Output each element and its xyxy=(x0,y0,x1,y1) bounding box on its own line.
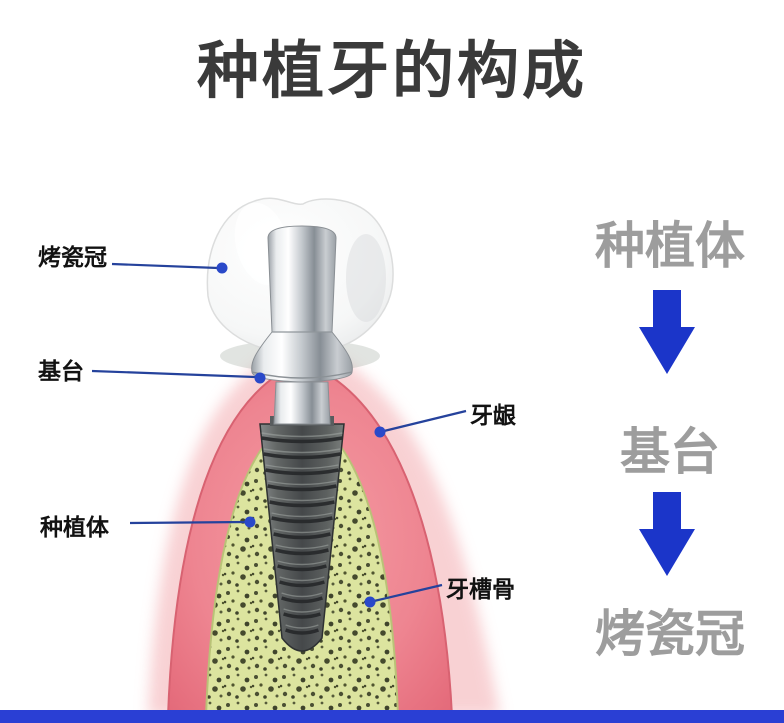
leader-abutment-dot xyxy=(254,372,266,384)
sequence-item-implant: 种植体 xyxy=(595,218,745,274)
leader-dots xyxy=(216,262,386,608)
bottom-bar xyxy=(0,710,784,723)
leader-bone-dot xyxy=(364,596,376,608)
sequence-item-crown: 烤瓷冠 xyxy=(595,606,745,662)
down-arrow-icon xyxy=(639,290,695,374)
leader-crown-line xyxy=(111,262,219,270)
sequence-item-abutment: 基台 xyxy=(620,424,720,480)
leader-implant-line xyxy=(129,520,247,525)
abutment-shape xyxy=(251,225,353,425)
leader-implant-dot xyxy=(244,516,256,528)
label-implant: 种植体 xyxy=(40,514,109,540)
label-alveolar-bone: 牙槽骨 xyxy=(446,576,515,602)
label-gum: 牙龈 xyxy=(470,402,516,428)
leader-gum-line xyxy=(383,409,467,433)
leader-lines xyxy=(91,262,467,603)
down-arrow-icon xyxy=(639,492,695,576)
label-crown: 烤瓷冠 xyxy=(38,244,107,270)
leader-crown-dot xyxy=(216,262,228,274)
label-abutment: 基台 xyxy=(38,358,84,384)
page-title: 种植牙的构成 xyxy=(196,37,587,106)
leader-bone-line xyxy=(373,583,443,603)
leader-gum-dot xyxy=(374,426,386,438)
leader-abutment-line xyxy=(91,369,257,379)
